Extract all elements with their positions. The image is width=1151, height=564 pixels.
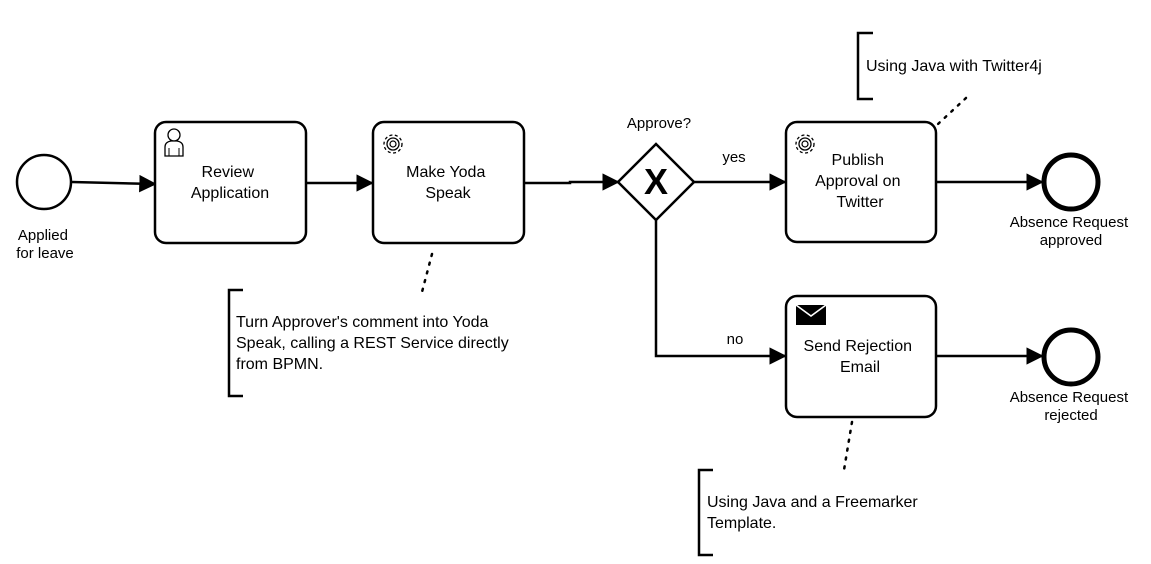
end-approved-label: Absence Request approved <box>1010 214 1133 249</box>
task-yoda-label: Make Yoda Speak <box>406 164 490 202</box>
annotation-freemarker-text: Using Java and a Freemarker Template. <box>707 494 922 532</box>
flow-gateway-to-reject[interactable] <box>654 220 787 365</box>
task-send-rejection-email[interactable]: Send Rejection Email <box>784 294 938 419</box>
gear-icon <box>383 134 403 154</box>
gateway-x-symbol: X <box>644 161 668 202</box>
end-rejected-label: Absence Request rejected <box>1010 389 1133 424</box>
task-publish-approval[interactable]: Publish Approval on Twitter <box>784 120 938 244</box>
annotation-yoda-text: Turn Approver's comment into Yoda Speak,… <box>236 314 513 373</box>
annotation-freemarker[interactable]: Using Java and a Freemarker Template. <box>697 468 922 557</box>
annotation-twitter4j[interactable]: Using Java with Twitter4j <box>856 31 1042 101</box>
flow-label-no: no <box>727 331 744 348</box>
start-event-label: Applied for leave <box>16 227 74 262</box>
annotation-twitter-text: Using Java with Twitter4j <box>866 58 1042 75</box>
task-reject-label: Send Rejection Email <box>804 338 917 376</box>
gateway-label: Approve? <box>627 115 691 132</box>
gear-icon <box>795 134 815 154</box>
flow-yoda-to-gateway[interactable] <box>524 173 620 191</box>
start-event[interactable] <box>15 153 73 211</box>
end-event-rejected[interactable] <box>1041 327 1101 387</box>
annotation-yoda-rest[interactable]: Turn Approver's comment into Yoda Speak,… <box>227 288 513 398</box>
task-make-yoda-speak[interactable]: Make Yoda Speak <box>371 120 526 245</box>
envelope-icon <box>795 304 827 325</box>
association-freemarker <box>842 420 854 472</box>
flow-start-to-review[interactable] <box>71 174 157 193</box>
end-event-approved[interactable] <box>1041 152 1101 212</box>
association-yoda <box>420 252 434 294</box>
association-twitter <box>936 96 968 126</box>
task-review-label: Review Application <box>191 164 269 202</box>
user-icon <box>164 128 184 157</box>
exclusive-gateway[interactable]: X <box>616 142 696 222</box>
task-publish-label: Publish Approval on Twitter <box>815 152 905 211</box>
flow-label-yes: yes <box>722 149 745 166</box>
task-review-application[interactable]: Review Application <box>153 120 308 245</box>
